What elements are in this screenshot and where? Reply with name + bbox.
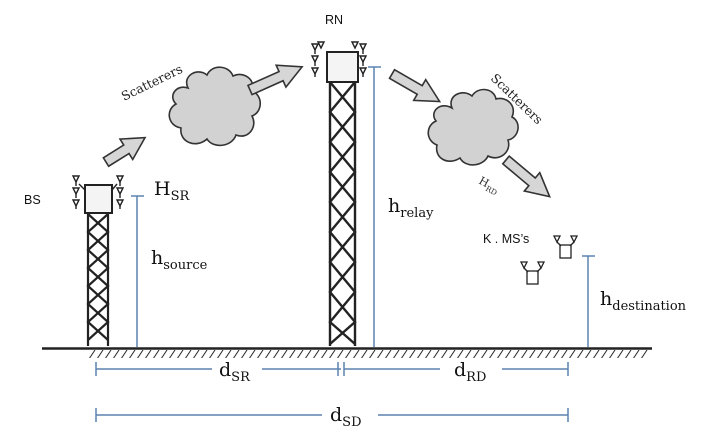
ground-icon — [42, 347, 652, 358]
d-sr-label: dSR — [219, 359, 251, 385]
mobile-station-icon — [552, 235, 579, 259]
height-markers — [131, 66, 595, 347]
d-sd-label: dSD — [330, 404, 362, 430]
h-rd-label: HRD — [476, 174, 502, 197]
h-sr-label: HSR — [154, 178, 190, 204]
d-rd-label: dRD — [454, 359, 486, 385]
arrow-icon — [388, 68, 442, 103]
arrow-icon — [102, 136, 147, 168]
h-source-label: hsource — [151, 247, 208, 273]
ms-label: K . MS’s — [483, 232, 529, 246]
cloud-icon — [168, 66, 262, 147]
arrow-icon — [501, 155, 551, 198]
h-destination-label: hdestination — [600, 288, 687, 314]
cloud-icon — [427, 88, 519, 166]
relay-tower-icon — [310, 41, 368, 346]
bs-tower-icon — [71, 175, 125, 346]
rn-label: RN — [325, 13, 343, 27]
arrow-icon — [246, 64, 304, 96]
mobile-station-icon — [519, 261, 546, 285]
h-relay-label: hrelay — [388, 195, 434, 221]
bs-label: BS — [24, 193, 41, 207]
